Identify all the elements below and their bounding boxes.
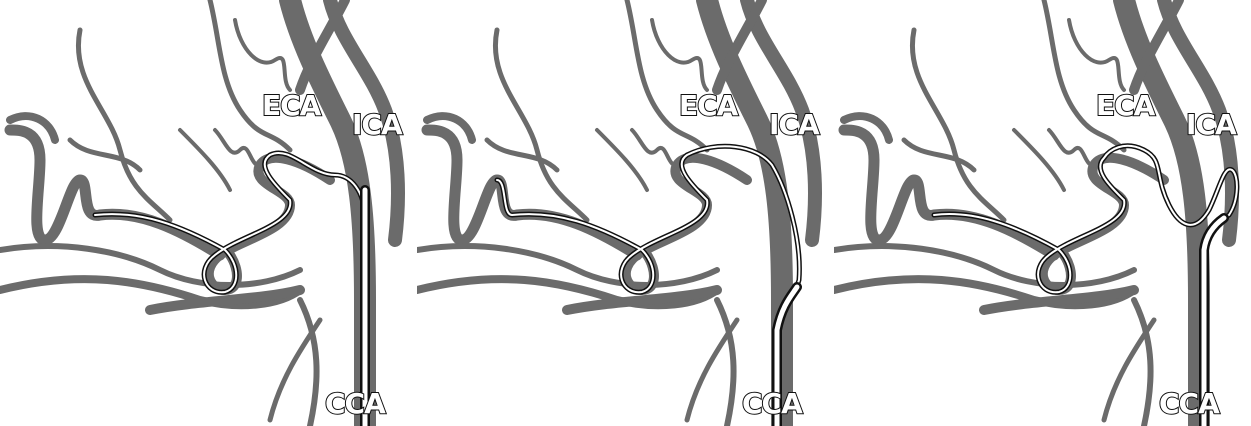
vessel-tree [0,0,398,426]
label-ica: ICA [769,111,819,139]
small-branch-b [912,30,1004,220]
vertebral-branch [300,300,317,426]
wavy-branch [632,130,679,166]
tortuous-branch [1069,20,1124,90]
occipital-branch [627,0,707,150]
tortuous-branch [235,20,290,90]
wavy-branch [215,130,262,166]
facial-branch [10,130,220,255]
angiogram-drawing-1 [0,0,417,426]
wavy-branch [1049,130,1096,166]
panel-3: ECA ICA CCA [834,0,1251,426]
small-branch-c [487,140,557,170]
guidewire [95,153,365,426]
occipital-branch [210,0,290,150]
vertebral-branch [1134,300,1151,426]
panel-2: ECA ICA CCA [417,0,834,426]
small-branch-c [70,140,140,170]
tortuous-branch [652,20,707,90]
wire-core-shape [95,153,365,426]
label-ica: ICA [352,111,402,139]
small-branch-c [904,140,974,170]
label-eca: ECA [1096,92,1154,120]
vessel-tree [417,0,815,426]
panel-1: ECA ICA CCA [0,0,417,426]
label-ica: ICA [1186,111,1236,139]
label-cca: CCA [1159,390,1219,418]
facial-branch [427,130,637,255]
label-eca: ECA [679,92,737,120]
label-cca: CCA [742,390,802,418]
angiogram-drawing-3 [834,0,1251,426]
vertebral-branch [717,300,734,426]
angiogram-drawing-2 [417,0,834,426]
facial-branch [844,130,1054,255]
small-branch-b [78,30,170,220]
label-cca: CCA [325,390,385,418]
occipital-branch [1044,0,1124,150]
label-eca: ECA [262,92,320,120]
small-branch-b [495,30,587,220]
